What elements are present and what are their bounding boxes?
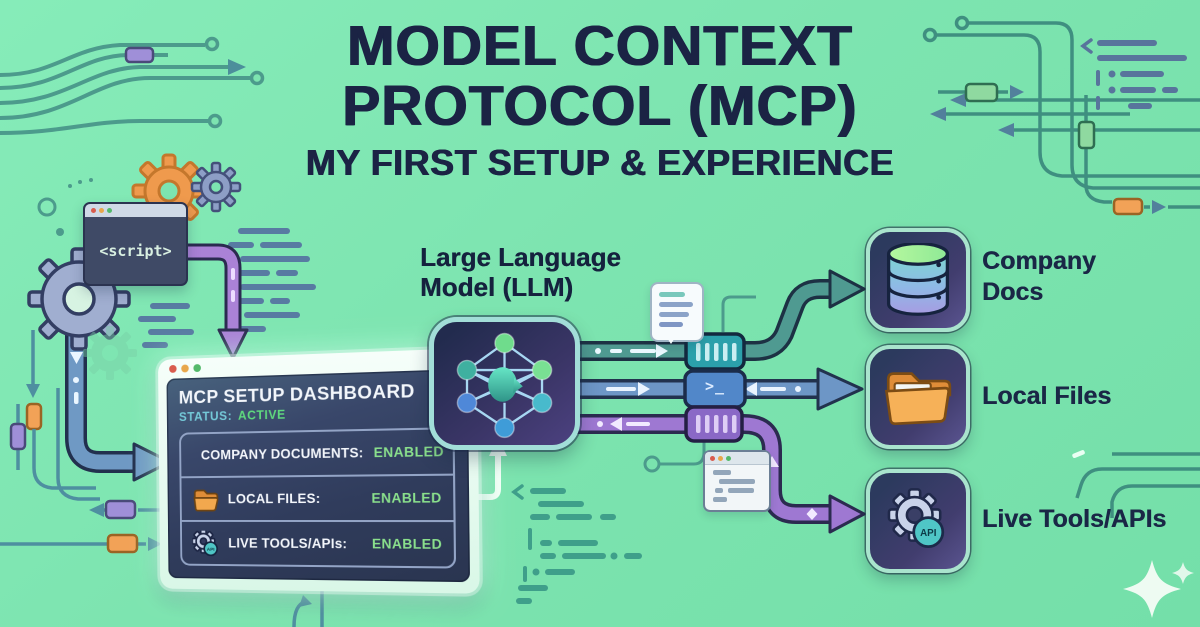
target-company-docs: [866, 228, 970, 332]
target-live-tools: API: [866, 469, 970, 573]
dashboard-row-company-documents: COMPANY DOCUMENTS: ENABLED: [181, 429, 453, 476]
gear-icon: [83, 326, 137, 380]
window-maximize-dot: [107, 208, 112, 213]
window-minimize-dot: [718, 455, 723, 461]
row-value: ENABLED: [373, 443, 445, 461]
pipe-live-tools: [560, 405, 866, 534]
llm-node: [429, 317, 580, 450]
code-lines-top-right: [1080, 38, 1187, 110]
code-lines-center: [511, 484, 642, 604]
title-line-1: MODEL CONTEXT: [347, 14, 853, 78]
status-label: STATUS:: [178, 409, 233, 424]
row-value: ENABLED: [371, 536, 443, 552]
dashboard-row-local-files: LOCAL FILES: ENABLED: [181, 473, 454, 521]
mcp-setup-dashboard-window: MCP SETUP DASHBOARD STATUS:ACTIVE COMPAN…: [157, 347, 480, 594]
sparkle-icon: [1123, 560, 1194, 618]
target-label-local-files: Local Files: [982, 382, 1112, 410]
dashboard-row-live-tools: API LIVE TOOLS/APIs: ENABLED: [181, 519, 454, 567]
script-to-dashboard-arrow: [178, 243, 249, 360]
browser-window-icon: [703, 450, 771, 512]
llm-label-line-1: Large Language: [420, 242, 621, 272]
gear-api-icon: API: [887, 488, 945, 548]
circuit-traces-left: [0, 330, 324, 627]
gear-api-icon: API: [192, 530, 219, 556]
window-maximize-dot: [193, 364, 201, 373]
title-line-2: PROTOCOL (MCP): [342, 74, 858, 139]
script-code-text: <script>: [99, 241, 172, 260]
api-badge-text: API: [207, 546, 216, 552]
database-icon: [886, 243, 950, 316]
pipe-company-docs: [560, 269, 866, 371]
window-close-dot: [169, 364, 177, 373]
window-minimize-dot: [181, 364, 189, 373]
script-window-titlebar: [85, 204, 186, 217]
llm-label-line-2: Model (LLM): [420, 272, 574, 303]
folder-icon: [192, 486, 219, 511]
llm-label: Large Language Model (LLM): [420, 242, 621, 303]
status-badge: ACTIVE: [237, 407, 286, 423]
window-close-dot: [91, 208, 96, 213]
code-lines-mid-left: [138, 228, 316, 348]
window-close-dot: [710, 455, 715, 461]
circuit-traces-mid-right: [1072, 450, 1200, 518]
target-local-files: [866, 345, 970, 449]
row-label: COMPANY DOCUMENTS:: [200, 445, 364, 463]
row-label: LOCAL FILES:: [227, 490, 321, 507]
pipe-local-files: [560, 367, 864, 411]
page-subtitle: MY FIRST SETUP & EXPERIENCE: [305, 141, 895, 183]
rings-dots-decoration: [37, 178, 756, 473]
folder-icon: [884, 372, 952, 426]
circuit-traces-top-right: [922, 15, 1200, 216]
api-badge-text: API: [920, 528, 937, 539]
window-maximize-dot: [726, 455, 731, 461]
page-title: MODEL CONTEXT PROTOCOL (MCP) MY FIRST SE…: [0, 16, 1200, 184]
dashboard-rows: COMPANY DOCUMENTS: ENABLED LOCAL FILES: …: [179, 427, 457, 569]
window-minimize-dot: [99, 208, 104, 213]
row-label: LIVE TOOLS/APIs:: [228, 535, 348, 552]
neural-network-icon: [456, 332, 552, 438]
target-label-live-tools: Live Tools/APIs: [982, 505, 1167, 533]
target-label-company-docs: Company Docs: [982, 247, 1096, 306]
dashboard-panel: MCP SETUP DASHBOARD STATUS:ACTIVE COMPAN…: [166, 368, 471, 583]
circuit-traces-top-left: [0, 36, 265, 135]
chat-note-icon: [650, 282, 704, 344]
row-value: ENABLED: [371, 490, 442, 506]
terminal-chip-glyph: >_: [704, 377, 726, 395]
script-window-icon: <script>: [83, 202, 188, 286]
